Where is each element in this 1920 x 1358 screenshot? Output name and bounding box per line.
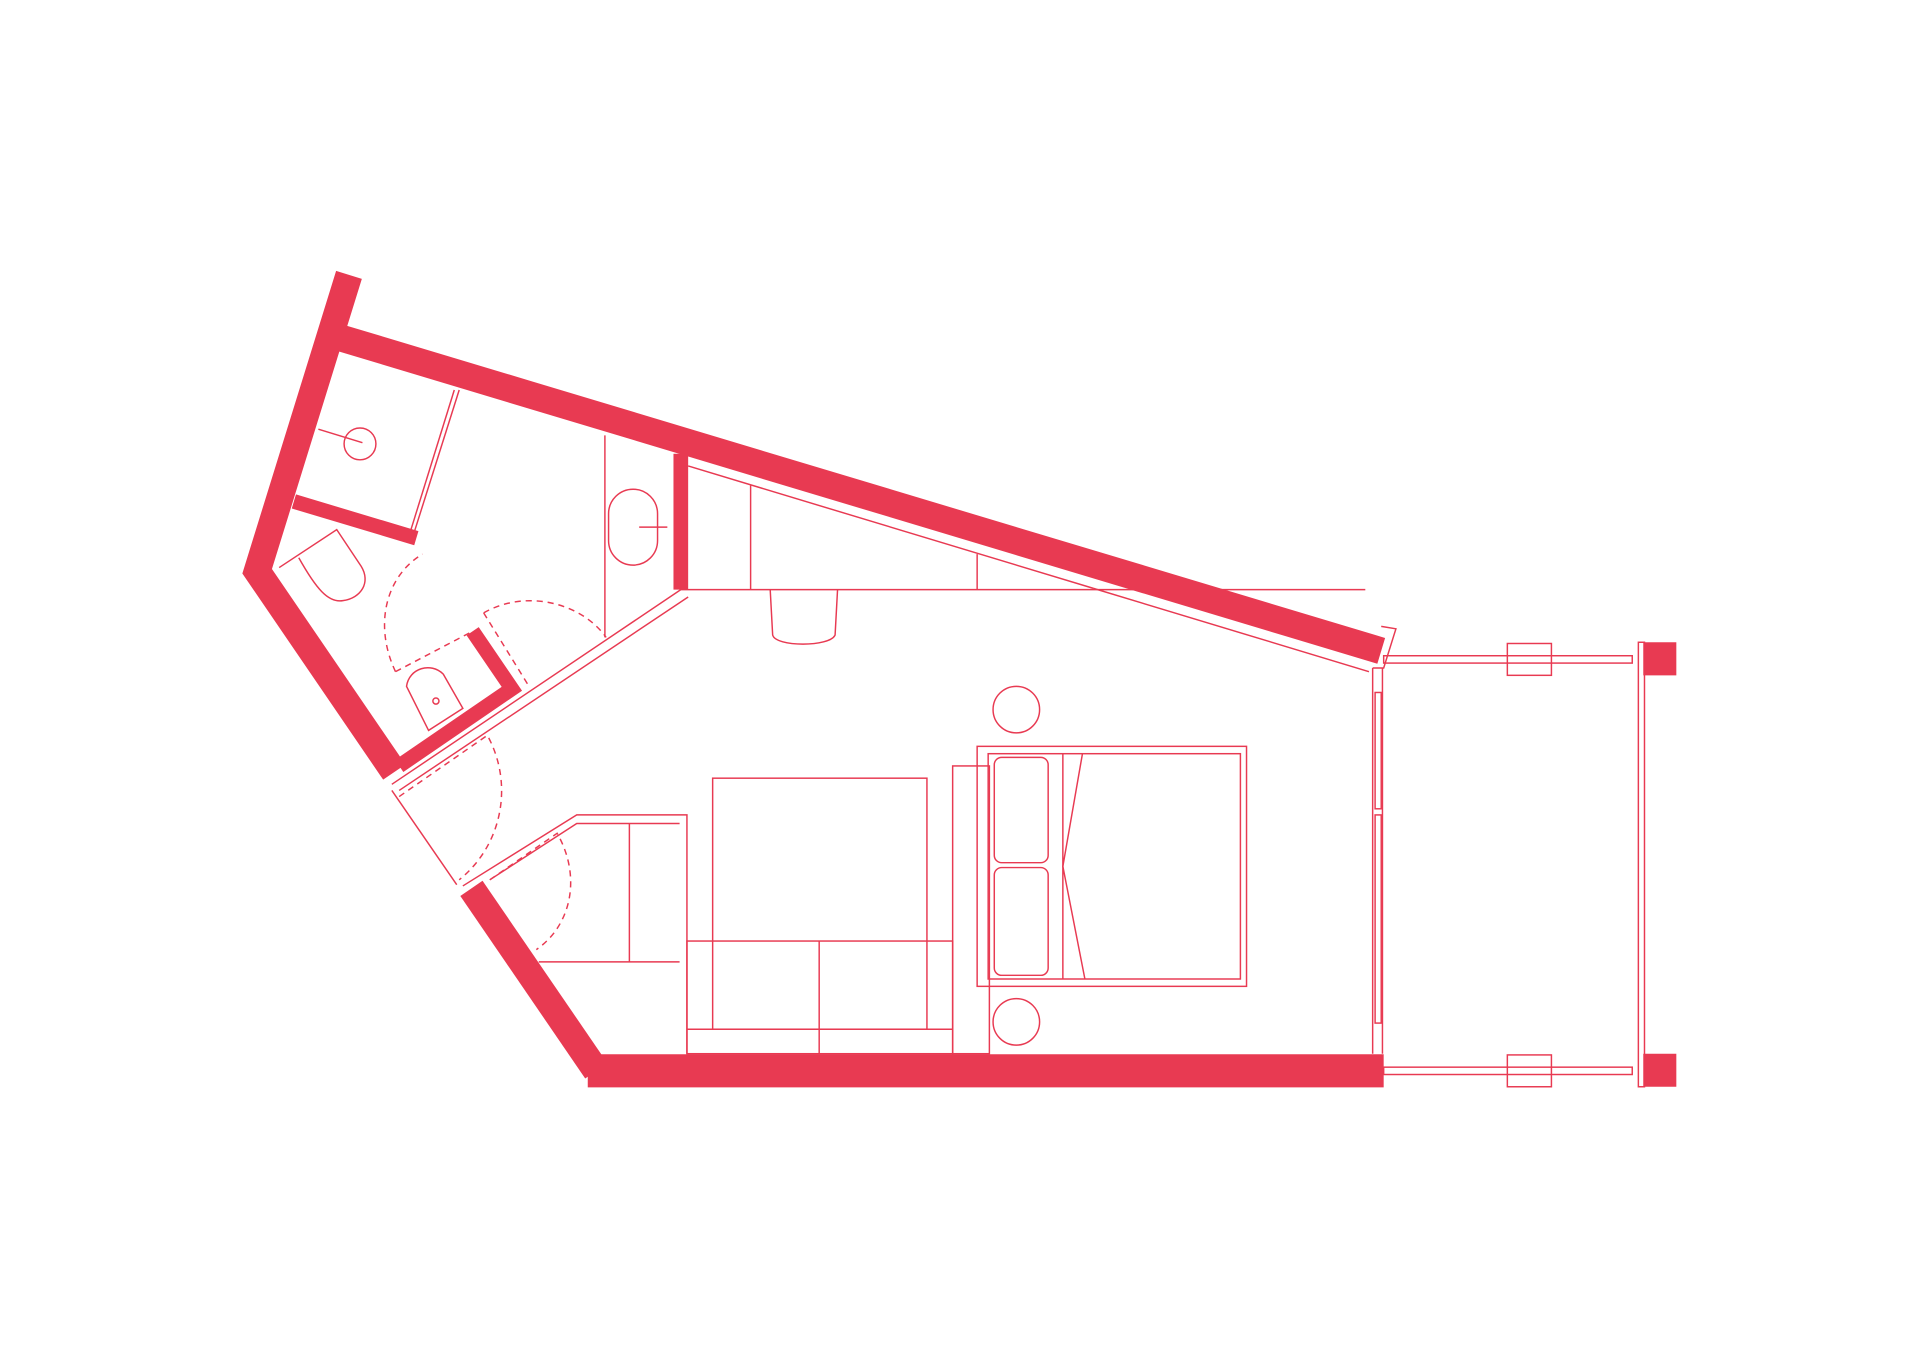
shower-drain-icon bbox=[343, 427, 377, 461]
mattress bbox=[987, 752, 1242, 980]
door-swing-bath bbox=[483, 600, 607, 687]
desk-chair-icon bbox=[769, 589, 839, 645]
bathroom-wall-wc bbox=[395, 627, 523, 773]
bathroom-partition bbox=[391, 588, 1366, 785]
bathroom bbox=[278, 389, 668, 732]
door-swing-wc bbox=[383, 553, 473, 673]
planter-bottom bbox=[1506, 1054, 1553, 1088]
window-sill bbox=[1093, 587, 1370, 673]
sliding-door-panel bbox=[1374, 691, 1382, 810]
west-wall-lower bbox=[460, 880, 608, 1079]
pillow-1 bbox=[993, 756, 1049, 864]
bathroom-wall-shower bbox=[291, 494, 419, 546]
entry-and-partitions bbox=[391, 588, 1366, 1054]
bidet-sink-icon bbox=[405, 667, 464, 732]
closet-inner bbox=[489, 822, 680, 881]
planter-top bbox=[1506, 642, 1553, 677]
bed bbox=[976, 745, 1248, 988]
walls bbox=[242, 270, 1677, 1088]
tv-unit bbox=[951, 765, 991, 1055]
desk-edge bbox=[687, 465, 1094, 590]
door-swing-entry bbox=[398, 734, 503, 881]
bathroom-partition-inner bbox=[398, 596, 689, 792]
sliding-door-panel-2 bbox=[1374, 814, 1382, 1024]
side-table-top bbox=[992, 685, 1041, 734]
balcony bbox=[1371, 625, 1646, 1088]
duvet-fold bbox=[1062, 753, 1086, 980]
shower-glass-inner bbox=[409, 389, 455, 533]
shower-head bbox=[318, 428, 363, 444]
side-table-bottom bbox=[992, 997, 1041, 1046]
shower-glass bbox=[413, 389, 460, 534]
door-jamb bbox=[1372, 625, 1397, 669]
balustrade bbox=[1637, 641, 1646, 1088]
closet bbox=[462, 814, 688, 1054]
west-wall-upper bbox=[242, 270, 406, 780]
furniture bbox=[686, 465, 1370, 1055]
north-wall bbox=[338, 325, 1386, 664]
pillow-2 bbox=[993, 866, 1049, 977]
balcony-pillar-top bbox=[1643, 642, 1677, 676]
balcony-pillar-bottom bbox=[1643, 1053, 1677, 1087]
toilet-icon bbox=[278, 528, 366, 602]
door-frame bbox=[391, 790, 458, 886]
door-swing-closet bbox=[489, 832, 572, 951]
tap-icon bbox=[432, 697, 440, 705]
